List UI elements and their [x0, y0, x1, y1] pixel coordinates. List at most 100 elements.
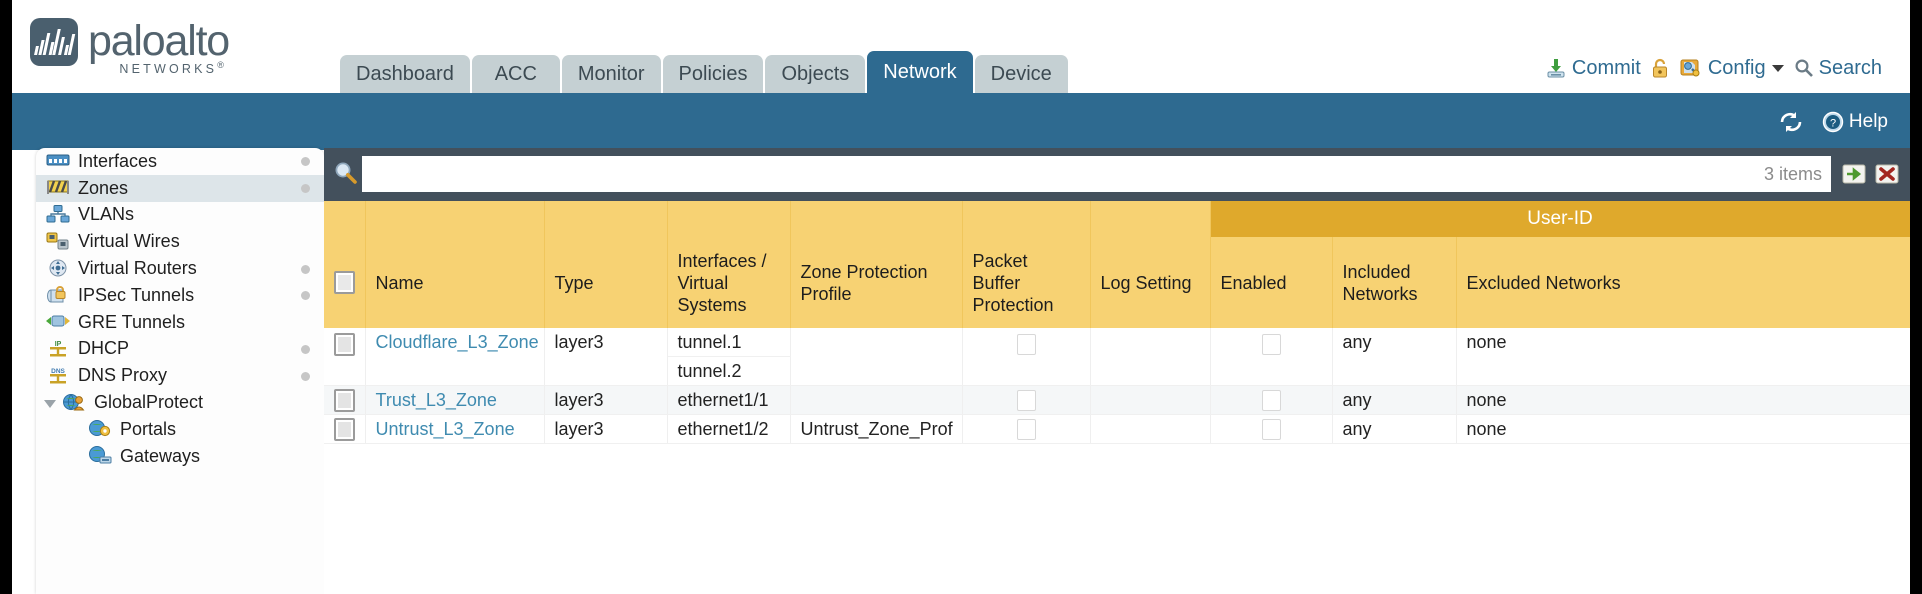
zone-name-cell[interactable]: Trust_L3_Zone [365, 385, 545, 415]
chevron-down-icon [1771, 63, 1785, 73]
virtual-wires-icon [46, 232, 70, 252]
user-id-enabled-checkbox[interactable] [1261, 389, 1281, 411]
commit-button[interactable]: Commit [1545, 57, 1641, 80]
sidebar-item-label: Interfaces [78, 150, 158, 171]
vlans-icon [46, 204, 70, 225]
user-id-enabled-checkbox[interactable] [1261, 333, 1281, 355]
sidebar-item-label: GRE Tunnels [78, 311, 186, 332]
column-header-included-networks[interactable]: Included Networks [1332, 237, 1457, 328]
tab-policies[interactable]: Policies [662, 55, 764, 93]
zone-name-cell[interactable]: Untrust_L3_Zone [365, 414, 545, 444]
table-row[interactable]: Cloudflare_L3_Zone layer3 tunnel.1 any n… [324, 328, 1910, 386]
column-header-type[interactable]: Type [544, 237, 668, 328]
context-bar: ? Help [12, 93, 1910, 150]
sidebar-item-ipsec-tunnels[interactable]: IPSec Tunnels [36, 282, 324, 309]
tab-monitor[interactable]: Monitor [561, 55, 661, 93]
select-all-checkbox[interactable] [333, 271, 355, 295]
table-row[interactable]: Trust_L3_Zone layer3 ethernet1/1 any non… [324, 385, 1910, 415]
sidebar-status-dot [301, 157, 310, 167]
sidebar-item-dns-proxy[interactable]: DNS DNS Proxy [36, 362, 324, 389]
sidebar-item-gateways[interactable]: Gateways [36, 443, 324, 470]
magnifier-icon[interactable] [334, 161, 358, 190]
clear-filter-button[interactable] [1875, 163, 1899, 190]
sidebar-item-virtual-wires[interactable]: Virtual Wires [36, 228, 324, 255]
row-select-checkbox[interactable] [333, 388, 355, 412]
sidebar-item-label: Zones [78, 177, 129, 198]
zone-name-link[interactable]: Cloudflare_L3_Zone [375, 332, 539, 352]
zones-table: User-ID Name Type Interfaces / Virtual S… [324, 201, 1910, 444]
zone-type-cell: layer3 [544, 328, 668, 386]
zone-interface-cell: ethernet1/1 [667, 385, 791, 415]
user-id-enabled-cell[interactable] [1210, 414, 1333, 444]
packet-buffer-checkbox[interactable] [1016, 418, 1036, 440]
packet-buffer-cell[interactable] [962, 385, 1091, 415]
search-input[interactable]: 3 items [362, 156, 1831, 192]
interfaces-icon [46, 151, 70, 171]
help-button[interactable]: ? Help [1822, 111, 1888, 133]
excluded-networks-cell: none [1456, 328, 1910, 386]
zone-protection-cell: Untrust_Zone_Prof [790, 414, 963, 444]
sidebar-item-globalprotect[interactable]: GlobalProtect [36, 389, 324, 416]
packet-buffer-cell[interactable] [962, 414, 1091, 444]
zone-name-link[interactable]: Untrust_L3_Zone [375, 418, 515, 439]
sidebar-item-gre-tunnels[interactable]: GRE Tunnels [36, 309, 324, 336]
search-button[interactable]: Search [1794, 57, 1882, 80]
packet-buffer-cell[interactable] [962, 328, 1091, 386]
table-row[interactable]: Untrust_L3_Zone layer3 ethernet1/2 Untru… [324, 414, 1910, 444]
table-head: User-ID Name Type Interfaces / Virtual S… [324, 201, 1910, 328]
help-label: Help [1848, 111, 1888, 132]
zone-name-cell[interactable]: Cloudflare_L3_Zone [365, 328, 545, 386]
config-menu-button[interactable]: Config [1679, 57, 1785, 80]
column-header-enabled[interactable]: Enabled [1210, 237, 1333, 328]
search-label: Search [1818, 56, 1882, 79]
brand-name: paloalto [88, 17, 230, 65]
magnifier-icon [1794, 58, 1814, 78]
row-select-cell[interactable] [324, 414, 366, 444]
table-row-continuation: tunnel.2 [324, 356, 1910, 386]
select-all-header[interactable] [324, 237, 366, 328]
tab-network[interactable]: Network [867, 51, 973, 93]
column-header-packet-buffer[interactable]: Packet Buffer Protection [962, 237, 1091, 328]
main-tabs: Dashboard ACC Monitor Policies Objects N… [340, 49, 1070, 93]
column-header-name[interactable]: Name [365, 237, 545, 328]
tab-device[interactable]: Device [974, 55, 1068, 93]
column-header-log-setting[interactable]: Log Setting [1090, 237, 1211, 328]
sidebar-item-label: DHCP [78, 338, 130, 359]
group-spacer-type [544, 201, 668, 237]
sidebar-item-zones[interactable]: Zones [36, 174, 324, 202]
sidebar-item-portals[interactable]: Portals [36, 416, 324, 443]
refresh-icon[interactable] [1778, 111, 1804, 133]
sidebar-item-dhcp[interactable]: IP DHCP [36, 336, 324, 363]
tab-acc[interactable]: ACC [471, 55, 560, 93]
row-select-cell[interactable] [324, 385, 366, 415]
user-id-enabled-cell[interactable] [1210, 328, 1333, 386]
log-setting-cell [1090, 414, 1211, 444]
sidebar-item-label: Gateways [120, 445, 201, 466]
apply-filter-button[interactable] [1842, 163, 1866, 190]
column-header-excluded-networks[interactable]: Excluded Networks [1456, 237, 1910, 328]
zone-protection-cell [790, 328, 963, 386]
zone-name-link[interactable]: Trust_L3_Zone [375, 389, 497, 410]
user-id-enabled-checkbox[interactable] [1261, 418, 1281, 440]
column-header-zone-protection[interactable]: Zone Protection Profile [790, 237, 963, 328]
registered-mark: ® [217, 60, 228, 70]
chevron-down-icon[interactable] [44, 399, 56, 408]
sidebar-item-vlans[interactable]: VLANs [36, 202, 324, 229]
user-id-enabled-cell[interactable] [1210, 385, 1333, 415]
question-circle-icon: ? [1822, 111, 1844, 133]
sidebar-item-interfaces[interactable]: Interfaces [36, 148, 324, 175]
gre-tunnels-icon [46, 312, 70, 332]
lock-button[interactable] [1650, 57, 1670, 79]
column-header-interfaces[interactable]: Interfaces / Virtual Systems [667, 237, 791, 328]
group-spacer-name [365, 201, 545, 237]
sidebar-status-dot [301, 291, 310, 301]
packet-buffer-checkbox[interactable] [1016, 333, 1036, 355]
row-select-checkbox[interactable] [333, 417, 355, 441]
row-select-checkbox[interactable] [333, 333, 355, 356]
sidebar-item-virtual-routers[interactable]: Virtual Routers [36, 255, 324, 282]
tab-dashboard[interactable]: Dashboard [340, 55, 470, 93]
row-select-cell[interactable] [324, 328, 366, 386]
packet-buffer-checkbox[interactable] [1016, 389, 1036, 411]
sidebar-item-label: Portals [120, 418, 177, 439]
tab-objects[interactable]: Objects [765, 55, 866, 93]
